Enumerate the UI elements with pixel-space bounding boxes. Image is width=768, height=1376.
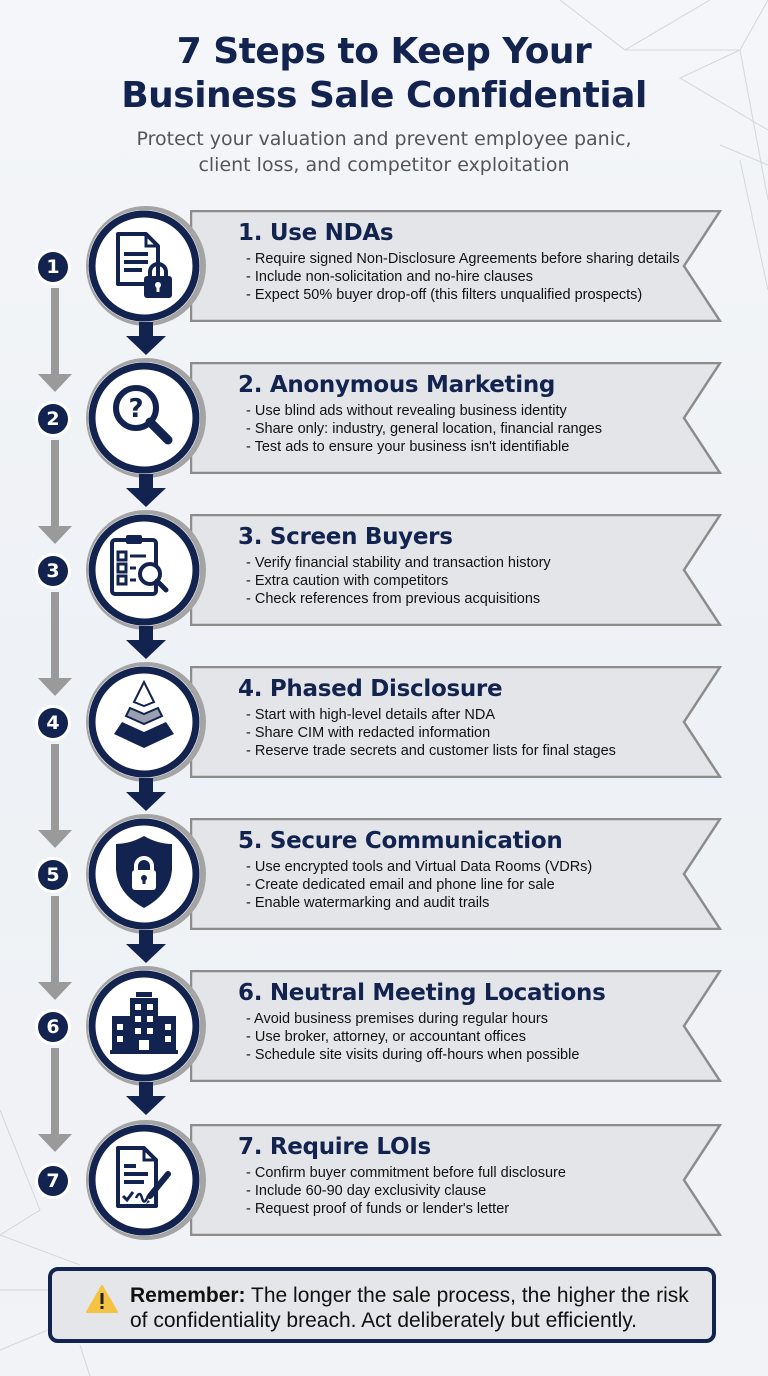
gray-arrow-head-icon [38,374,72,392]
step-bullets: - Use blind ads without revealing busine… [246,402,602,456]
warning-icon [86,1285,118,1313]
bullet-item: - Enable watermarking and audit trails [246,895,490,911]
step-4: 4. Phased Disclosure - Start with high-l… [0,660,768,848]
subtitle-line-1: Protect your valuation and prevent emplo… [136,128,632,150]
page-title: 7 Steps to Keep Your Business Sale Confi… [0,30,768,118]
step-bullets: - Verify financial stability and transac… [246,554,551,608]
office-building-icon [86,966,206,1086]
bullet-item: - Confirm buyer commitment before full d… [246,1165,566,1181]
gray-connector-line [51,896,59,986]
title-line-2: Business Sale Confidential [121,75,647,116]
step-title: 4. Phased Disclosure [238,676,503,702]
bullet-item: - Start with high-level details after ND… [246,707,496,723]
step-title: 2. Anonymous Marketing [238,372,556,398]
down-arrow-icon [126,930,166,963]
step-number-badge: 4 [38,708,68,738]
bullet-item: - Share only: industry, general location… [246,421,602,437]
pyramid-layers-icon [86,662,206,782]
step-3: 3. Screen Buyers - Verify financial stab… [0,508,768,696]
bullet-item: - Use blind ads without revealing busine… [246,403,567,419]
bullet-item: - Schedule site visits during off-hours … [246,1047,580,1063]
bullet-item: - Include 60-90 day exclusivity clause [246,1183,487,1199]
bullet-item: - Avoid business premises during regular… [246,1011,548,1027]
bullet-item: - Reserve trade secrets and customer lis… [246,743,616,759]
bullet-item: - Test ads to ensure your business isn't… [246,439,570,455]
step-title: 5. Secure Communication [238,828,563,854]
step-bullets: - Use encrypted tools and Virtual Data R… [246,858,592,912]
step-number-badge: 6 [38,1012,68,1042]
bullet-item: - Create dedicated email and phone line … [246,877,555,893]
magnifier-question-icon: ? [86,358,206,478]
down-arrow-icon [126,626,166,659]
step-number-badge: 5 [38,860,68,890]
page-subtitle: Protect your valuation and prevent emplo… [0,126,768,178]
bullet-item: - Require signed Non-Disclosure Agreemen… [246,251,680,267]
bullet-item: - Expect 50% buyer drop-off (this filter… [246,287,643,303]
gray-connector-line [51,440,59,530]
gray-arrow-head-icon [38,526,72,544]
step-number-badge: 3 [38,556,68,586]
gray-connector-line [51,592,59,682]
down-arrow-icon [126,474,166,507]
clipboard-search-icon [86,510,206,630]
down-arrow-icon [126,778,166,811]
down-arrow-icon [126,1082,166,1115]
step-title: 3. Screen Buyers [238,524,453,550]
gray-arrow-head-icon [38,678,72,696]
subtitle-line-2: client loss, and competitor exploitation [198,154,570,176]
bullet-item: - Share CIM with redacted information [246,725,491,741]
step-5: 5. Secure Communication - Use encrypted … [0,812,768,1000]
reminder-callout: Remember: The longer the sale process, t… [48,1267,716,1343]
step-6: 6. Neutral Meeting Locations - Avoid bus… [0,964,768,1152]
gray-connector-line [51,288,59,378]
step-number-badge: 1 [38,252,68,282]
step-1: 1. Use NDAs - Require signed Non-Disclos… [0,204,768,392]
bullet-item: - Verify financial stability and transac… [246,555,551,571]
shield-lock-icon [86,814,206,934]
reminder-label: Remember: [130,1284,246,1307]
bullet-item: - Use encrypted tools and Virtual Data R… [246,859,593,875]
title-line-1: 7 Steps to Keep Your [176,31,592,72]
gray-arrow-head-icon [38,830,72,848]
step-2: 2. Anonymous Marketing - Use blind ads w… [0,356,768,544]
step-title: 1. Use NDAs [238,220,394,246]
bullet-item: - Check references from previous acquisi… [246,591,541,607]
step-7: 7. Require LOIs - Confirm buyer commitme… [0,1118,768,1268]
reminder-body: The longer the sale process, the higher … [130,1284,689,1332]
header: 7 Steps to Keep Your Business Sale Confi… [0,30,768,178]
signed-document-icon [86,1120,206,1240]
bullet-item: - Extra caution with competitors [246,573,449,589]
bullet-item: - Include non-solicitation and no-hire c… [246,269,533,285]
step-title: 6. Neutral Meeting Locations [238,980,606,1006]
step-bullets: - Require signed Non-Disclosure Agreemen… [246,250,680,304]
step-title: 7. Require LOIs [238,1134,431,1160]
gray-connector-line [51,1048,59,1138]
step-bullets: - Confirm buyer commitment before full d… [246,1164,566,1218]
gray-arrow-head-icon [38,1134,72,1152]
gray-connector-line [51,744,59,834]
bullet-item: - Request proof of funds or lender's let… [246,1201,510,1217]
step-number-badge: 2 [38,404,68,434]
step-bullets: - Avoid business premises during regular… [246,1010,579,1064]
svg-text:?: ? [128,394,143,424]
down-arrow-icon [126,322,166,355]
step-bullets: - Start with high-level details after ND… [246,706,616,760]
bullet-item: - Use broker, attorney, or accountant of… [246,1029,526,1045]
document-lock-icon [86,206,206,326]
step-number-badge: 7 [38,1166,68,1196]
gray-arrow-head-icon [38,982,72,1000]
reminder-text: Remember: The longer the sale process, t… [130,1283,710,1333]
